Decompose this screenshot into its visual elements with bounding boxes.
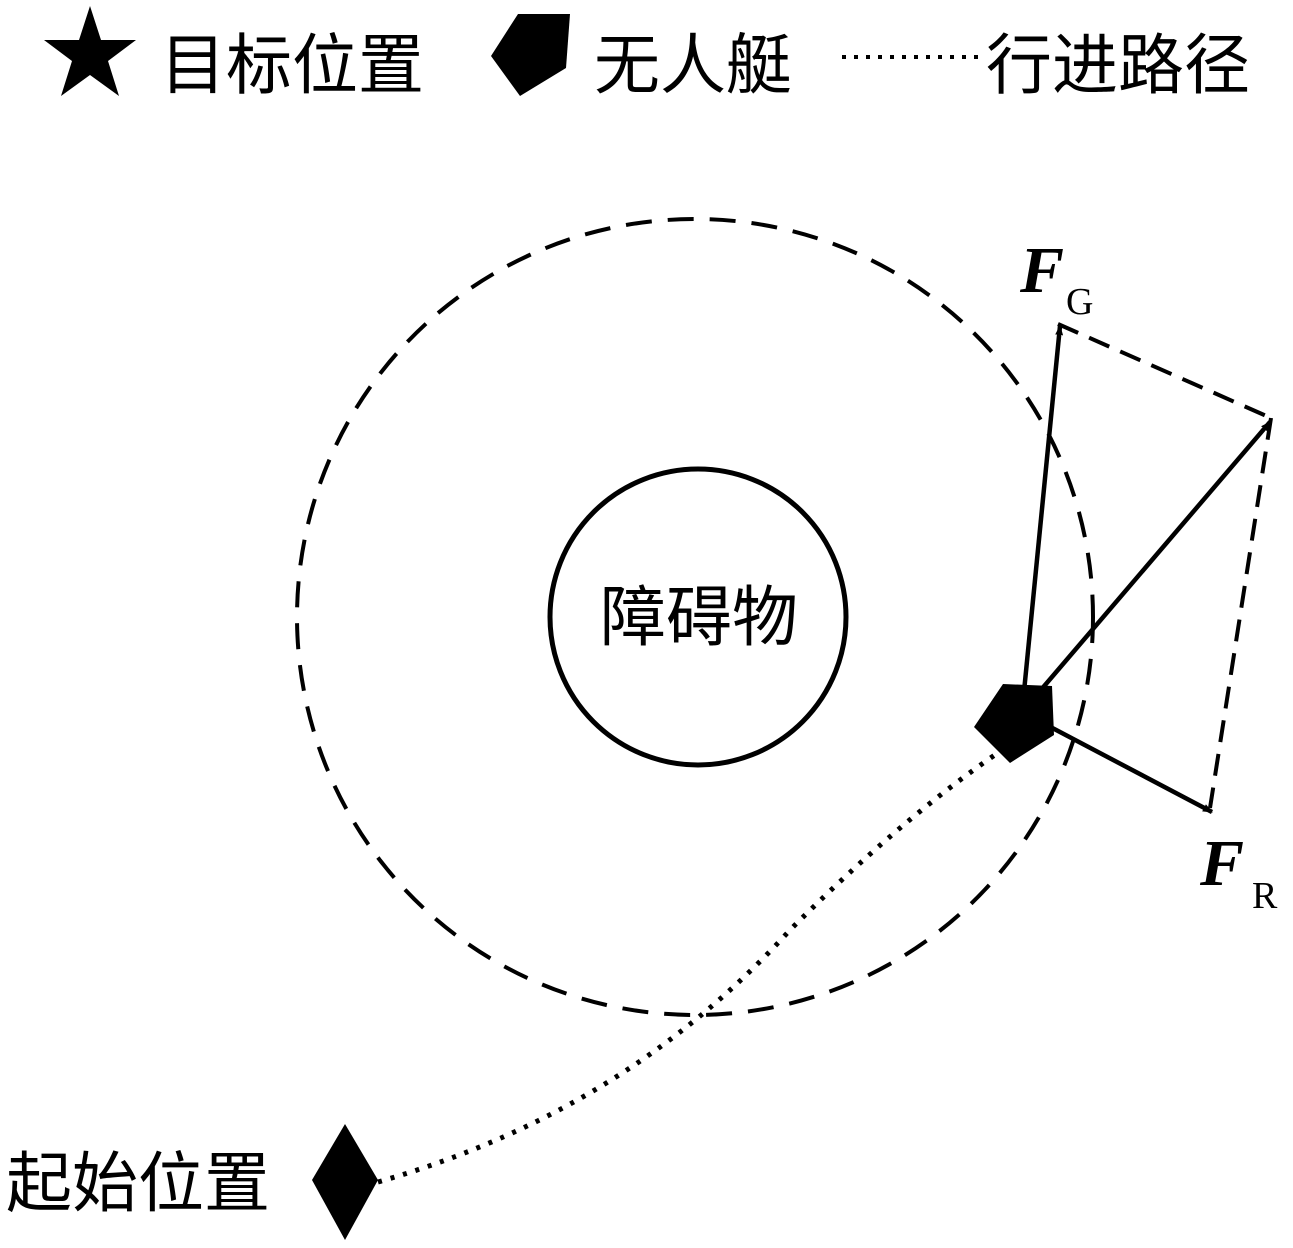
resultant-force-arrow (1020, 420, 1272, 714)
force-parallelogram (1057, 322, 1273, 809)
pentagon-icon (491, 14, 570, 96)
legend: 目标位置 无人艇 行进路径 (44, 6, 1250, 104)
star-icon (44, 6, 136, 96)
force-g-subscript: G (1066, 281, 1093, 323)
usv-pentagon-icon (974, 684, 1054, 763)
start-label: 起始位置 (6, 1145, 270, 1222)
legend-item-path: 行进路径 (842, 27, 1250, 104)
force-vectors (1019, 325, 1272, 814)
legend-usv-label: 无人艇 (594, 27, 792, 104)
parallelogram-top-edge (1057, 322, 1272, 420)
obstacle: 障碍物 (547, 466, 849, 768)
parallelogram-right-edge (1208, 417, 1273, 809)
legend-item-target: 目标位置 (44, 6, 424, 104)
legend-target-label: 目标位置 (160, 27, 424, 104)
force-g-arrow (1019, 325, 1064, 713)
legend-item-usv: 无人艇 (491, 14, 792, 104)
force-g-label: F G (1019, 234, 1093, 323)
legend-path-label: 行进路径 (986, 27, 1250, 104)
travel-path (377, 745, 1007, 1185)
force-r-label: F R (1199, 827, 1278, 917)
influence-zone-circle (295, 217, 1095, 1017)
obstacle-circle (547, 466, 849, 768)
diamond-icon (312, 1124, 378, 1240)
force-r-subscript: R (1252, 875, 1278, 917)
obstacle-label: 障碍物 (600, 579, 798, 656)
start-position: 起始位置 (6, 1124, 378, 1240)
force-r-symbol: F (1199, 827, 1244, 900)
force-g-symbol: F (1019, 234, 1064, 307)
